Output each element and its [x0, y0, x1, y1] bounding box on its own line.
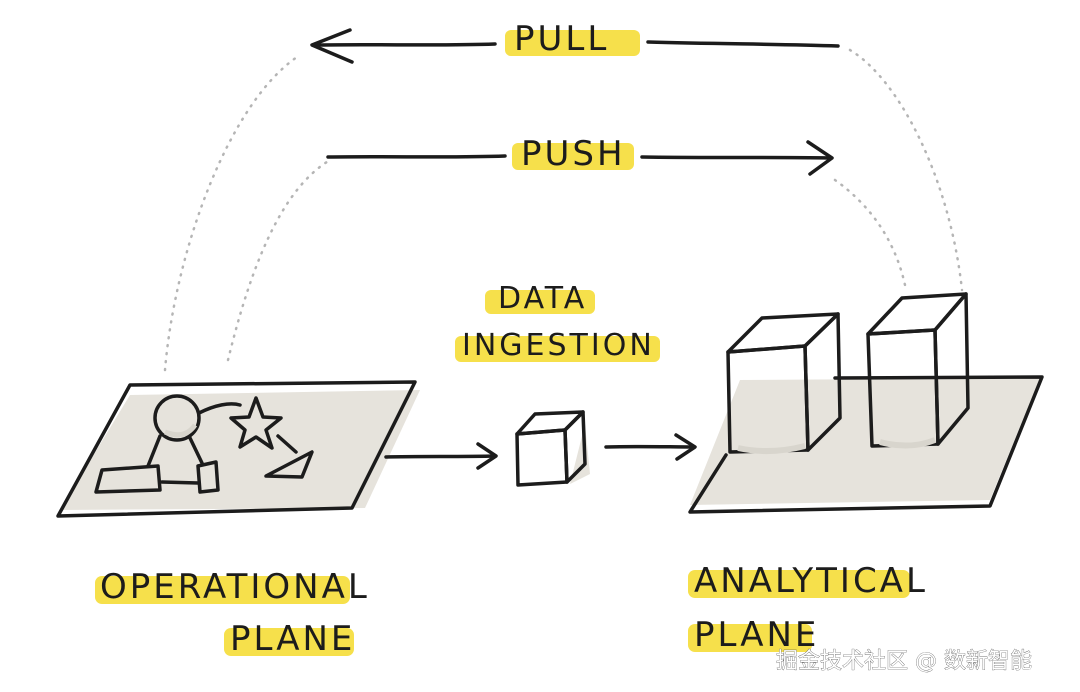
data-ingestion-highlight-2 — [455, 336, 660, 362]
sphere-shade — [164, 423, 198, 438]
block-shape — [196, 460, 220, 494]
arrow-to-analytical-head — [674, 433, 697, 461]
connector-sphere-right — [188, 436, 204, 465]
analytical-plane-label: ANALYTICAL PLANE — [688, 561, 928, 655]
pull-arrow-line-left — [316, 42, 497, 47]
dotted-curve-push-right — [833, 178, 907, 287]
operational-platform-outline — [56, 380, 417, 518]
ingestion-cube — [515, 410, 590, 487]
dotted-curve-pull-right — [848, 48, 964, 292]
pull-arrowhead — [310, 28, 354, 64]
operational-highlight-1 — [95, 576, 350, 604]
analytical-line2: PLANE — [694, 615, 819, 655]
data-ingestion-label: DATA INGESTION — [455, 281, 660, 363]
operational-plane — [56, 380, 420, 518]
arrow-to-ingestion-head — [476, 442, 498, 470]
connector-bottom — [160, 480, 200, 485]
pull-arrow-line-right — [646, 40, 840, 48]
tower-right-side — [933, 292, 970, 446]
star-shape — [229, 396, 283, 450]
operational-line1: OPERATIONAL — [100, 567, 370, 607]
operational-line2: PLANE — [230, 619, 355, 659]
connector-sphere-left — [146, 434, 162, 468]
cube-front — [515, 428, 569, 487]
pull-highlight — [505, 30, 640, 56]
operational-platform-shadow — [60, 390, 420, 510]
push-label: PUSH — [521, 134, 626, 174]
push-arrow-line-left — [326, 154, 507, 159]
cube-side — [563, 410, 587, 484]
tower-left-shade — [737, 443, 806, 455]
dotted-curve-push-left — [226, 158, 332, 362]
tower-left-side — [803, 312, 842, 452]
tower-right-top — [866, 292, 968, 336]
arrow-to-ingestion — [384, 454, 497, 459]
slab-shape — [94, 464, 162, 494]
push-highlight — [512, 143, 634, 170]
analytical-tower-right — [866, 292, 970, 449]
connector-sphere-star — [197, 402, 242, 415]
analytical-highlight-2 — [688, 624, 812, 652]
operational-highlight-2 — [224, 628, 354, 656]
pull-arrow: PULL — [310, 19, 840, 64]
push-arrow-line-right — [640, 155, 832, 160]
connector-star-prism — [276, 434, 298, 454]
tower-left-top — [726, 312, 840, 354]
operational-plane-label: OPERATIONAL PLANE — [95, 567, 370, 659]
wedge-shape — [264, 450, 314, 479]
push-arrowhead — [806, 140, 834, 176]
analytical-line1: ANALYTICAL — [694, 561, 928, 601]
analytical-tower-left — [726, 312, 842, 455]
tower-right-shade — [879, 437, 937, 449]
push-arrow: PUSH — [326, 134, 834, 176]
analytical-platform-outline — [688, 375, 1044, 514]
data-ingestion-line2: INGESTION — [462, 328, 655, 363]
pull-label: PULL — [514, 19, 609, 59]
watermark-text: 掘金技术社区 @ 数新智能 — [776, 649, 1032, 674]
data-ingestion-line1: DATA — [498, 281, 587, 316]
data-ingestion-highlight-1 — [485, 290, 595, 314]
dotted-curve-pull-left — [163, 53, 302, 372]
analytical-plane — [688, 292, 1044, 514]
analytical-highlight-1 — [688, 570, 910, 598]
analytical-platform-shadow — [690, 378, 1040, 505]
sphere-shape — [153, 394, 201, 442]
